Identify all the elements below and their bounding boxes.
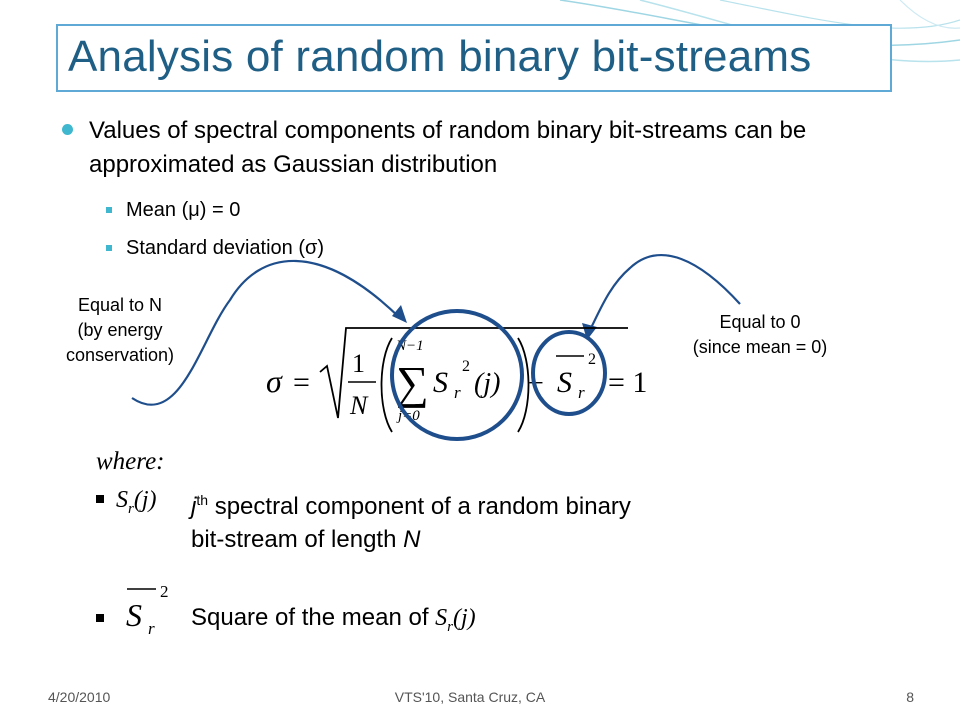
def1-th: th [196, 492, 209, 508]
def1-symbol: Sr(j) [116, 484, 157, 526]
arrow-right-curve [589, 253, 741, 331]
title-box: Analysis of random binary bit-streams [56, 24, 892, 92]
note-left-line: Equal to N [77, 295, 163, 315]
def1-symbol-S: S [116, 487, 128, 513]
footer-date: 4/20/2010 [48, 689, 111, 705]
def1-bullet-icon [96, 495, 104, 503]
def2-ref-arg: (j) [453, 605, 476, 631]
def2-text: Square of the mean of Sr(j) [191, 601, 831, 644]
term-sq: 2 [462, 358, 470, 375]
def1-symbol-sub: r [128, 500, 134, 517]
formula-N: N [349, 391, 369, 420]
def2-bullet-icon [96, 614, 104, 622]
note-right: Equal to 0 (since mean = 0) [660, 310, 860, 360]
def2-ref: Sr(j) [435, 605, 476, 635]
def2-ref-sub: r [447, 618, 454, 635]
paren-left [380, 337, 393, 433]
note-right-line: (since mean = 0) [692, 337, 828, 357]
mean-sq: 2 [588, 351, 596, 368]
sub-bullet-std: Standard deviation (σ) [106, 237, 324, 260]
square-bullet-icon [106, 245, 112, 251]
term-sub: r [454, 383, 461, 402]
sum-symbol: ∑ [396, 357, 429, 408]
term-arg: (j) [474, 368, 500, 399]
where-label: where: [96, 448, 165, 475]
formula-sigma: σ [266, 363, 283, 399]
def2-symbol-sub: r [148, 619, 155, 638]
mean-S: S [557, 366, 572, 399]
highlight-circle-mean [531, 330, 607, 416]
slide-title: Analysis of random binary bit-streams [68, 32, 812, 81]
note-left-line: (by energy [77, 320, 163, 340]
formula-equals: = [293, 366, 310, 399]
def2-symbol-sq: 2 [160, 582, 169, 601]
sub-bullet-text: Standard deviation (σ) [126, 237, 325, 259]
def1-N: N [403, 526, 421, 553]
def1-text1: spectral component of a random binary [208, 493, 631, 520]
sub-bullet-text: Mean (μ) = 0 [126, 199, 241, 221]
def1-text: jth spectral component of a random binar… [191, 484, 831, 556]
term-S: S [433, 366, 448, 399]
def1-symbol-arg: (j) [133, 487, 157, 513]
main-bullet: Values of spectral components of random … [62, 114, 882, 182]
def2-symbol-S: S [126, 597, 142, 633]
bullet-dot-icon [62, 124, 73, 135]
footer-center: VTS'10, Santa Cruz, CA [394, 689, 546, 705]
def1-j: j [191, 493, 197, 520]
square-bullet-icon [106, 207, 112, 213]
paren-right [517, 337, 530, 433]
bullet-text: Values of spectral components of random … [89, 117, 807, 178]
formula-result: = 1 [608, 366, 647, 399]
arrow-left-curve [131, 259, 401, 406]
mean-sub: r [578, 383, 585, 402]
def2-ref-S: S [435, 605, 448, 631]
note-right-line: Equal to 0 [719, 312, 801, 332]
page-number: 8 [906, 689, 914, 705]
def1-text2: bit-stream of length [191, 526, 404, 553]
note-left-line: conservation) [65, 345, 175, 365]
radical-sign [319, 327, 628, 419]
formula-one: 1 [352, 349, 365, 378]
note-left: Equal to N (by energy conservation) [30, 293, 210, 368]
arrowhead-left-icon [392, 305, 407, 323]
sub-bullet-mean: Mean (μ) = 0 [106, 199, 240, 222]
highlight-circle-sum [390, 309, 524, 441]
def2-text-main: Square of the mean of [191, 604, 436, 631]
